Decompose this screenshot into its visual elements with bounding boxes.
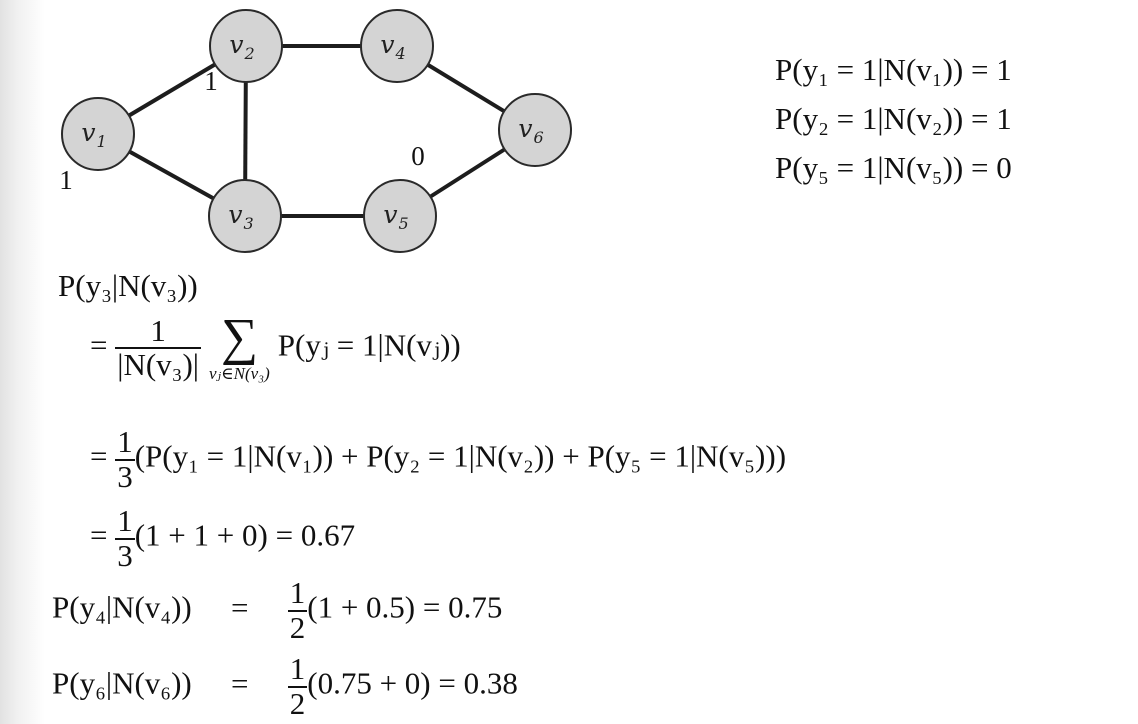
node-circle-v2 xyxy=(209,9,283,83)
node-circle-v5 xyxy=(363,179,437,253)
v6-equals: = xyxy=(231,665,249,701)
v6-result-frac-den: 2 xyxy=(287,685,308,721)
v3-expand-fraction: 1 3 xyxy=(115,424,135,494)
v3-header-expr: P(y₃|N(v₃)) xyxy=(58,268,198,303)
given-1-lhs: P(y₁ = 1|N(v₁)) xyxy=(775,52,964,87)
v3-result-frac-num: 1 xyxy=(117,503,133,538)
v6-result-tail: (0.75 + 0) = 0.38 xyxy=(307,665,518,701)
graph-edges xyxy=(96,44,537,218)
node-index-v3: 3 xyxy=(243,214,253,233)
v3-expand-frac-num: 1 xyxy=(117,424,133,459)
v6-result-fraction: 1 2 xyxy=(287,651,308,721)
node-index-v5: 5 xyxy=(398,214,408,233)
v3-general-formula: = 1 |N(v₃)| ∑ vⱼ∈N(v₃) P(yⱼ = 1|N(vⱼ)) xyxy=(90,309,461,384)
v3-result-fraction: 1 3 xyxy=(115,503,135,573)
v3-expanded-formula: = 1 3 (P(y₁ = 1|N(v₁)) + P(y₂ = 1|N(v₂))… xyxy=(90,424,787,494)
v3-result-tail: (1 + 1 + 0) = 0.67 xyxy=(134,517,356,553)
v3-result-frac-den: 3 xyxy=(115,537,135,573)
v6-result-lhs: P(y₆|N(v₆)) xyxy=(52,665,192,701)
v4-result-tail: (1 + 0.5) = 0.75 xyxy=(307,589,503,625)
v6-result-formula: P(y₆|N(v₆)) = 1 2 (0.75 + 0) = 0.38 xyxy=(52,651,518,721)
given-3-rhs: 0 xyxy=(996,150,1012,185)
v3-expand-frac-den: 3 xyxy=(115,458,135,494)
graph-nodes: v1 v2 v3 v4 v5 v6 xyxy=(61,9,572,253)
v3-header: P(y₃|N(v₃)) xyxy=(58,270,198,301)
graph-diagram: v1 v2 v3 v4 v5 v6 1 1 0 xyxy=(59,9,572,253)
node-index-v6: 6 xyxy=(533,128,543,147)
node-v4: v4 xyxy=(360,9,434,83)
v3-result-formula: = 1 3 (1 + 1 + 0) = 0.67 xyxy=(90,503,356,573)
node-v2: v2 xyxy=(209,9,283,83)
given-equation-3: P(y₅ = 1|N(v₅)) = 0 xyxy=(775,150,1012,185)
node-value-v5: 0 xyxy=(411,141,425,171)
node-value-v1: 1 xyxy=(59,165,73,195)
v4-result-fraction: 1 2 xyxy=(287,575,308,645)
v4-result-formula: P(y₄|N(v₄)) = 1 2 (1 + 0.5) = 0.75 xyxy=(52,575,503,645)
given-2-rhs: 1 xyxy=(996,101,1012,136)
node-values: 1 1 0 xyxy=(59,66,425,195)
v3-expand-tail: (P(y₁ = 1|N(v₁)) + P(y₂ = 1|N(v₂)) + P(y… xyxy=(134,438,787,474)
node-v5: v5 xyxy=(363,179,437,253)
v3-general-frac-num: 1 xyxy=(150,312,166,348)
node-index-v4: 4 xyxy=(394,44,405,63)
v3-general-fraction: 1 |N(v₃)| xyxy=(115,312,201,383)
v4-result-frac-num: 1 xyxy=(289,575,306,610)
node-circle-v3 xyxy=(208,179,282,253)
given-2-lhs: P(y₂ = 1|N(v₂)) xyxy=(775,101,964,136)
node-circle-v4 xyxy=(360,9,434,83)
summation-subscript: vⱼ∈N(v₃) xyxy=(209,364,270,383)
node-value-v2: 1 xyxy=(204,66,218,96)
v4-result-lhs: P(y₄|N(v₄)) xyxy=(52,589,192,625)
summation: ∑ vⱼ∈N(v₃) xyxy=(209,312,270,384)
summation-symbol: ∑ xyxy=(220,309,258,366)
given-3-lhs: P(y₅ = 1|N(v₅)) xyxy=(775,150,964,185)
v3-general-frac-den: |N(v₃)| xyxy=(115,347,201,383)
v4-result-frac-den: 2 xyxy=(287,609,308,645)
node-index-v1: 1 xyxy=(96,132,106,151)
given-equation-2: P(y₂ = 1|N(v₂)) = 1 xyxy=(775,101,1012,136)
v6-result-frac-num: 1 xyxy=(289,651,306,686)
node-circle-v1 xyxy=(61,97,135,171)
given-equation-1: P(y₁ = 1|N(v₁)) = 1 xyxy=(775,52,1012,87)
node-v1: v1 xyxy=(61,97,135,171)
node-v6: v6 xyxy=(498,93,572,167)
given-1-rhs: 1 xyxy=(996,52,1012,87)
node-index-v2: 2 xyxy=(243,44,254,63)
node-circle-v6 xyxy=(498,93,572,167)
v4-equals: = xyxy=(231,589,249,625)
v3-general-term: P(yⱼ = 1|N(vⱼ)) xyxy=(277,327,461,363)
node-v3: v3 xyxy=(208,179,282,253)
